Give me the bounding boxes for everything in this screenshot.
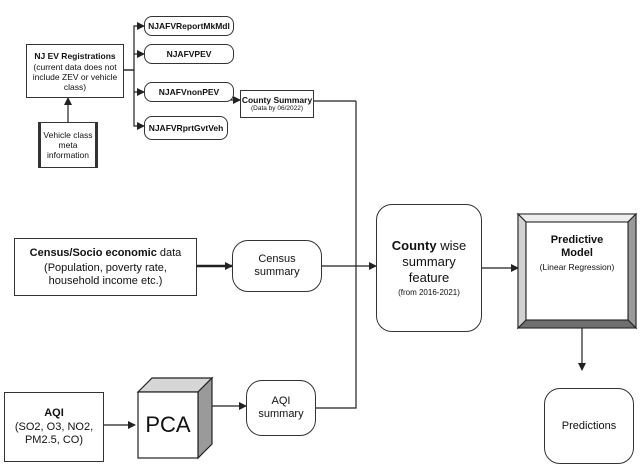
- census-title: Census/Socio economic data: [30, 247, 182, 260]
- edge-njev-govt: [133, 92, 145, 130]
- census-summary-label: Census summary: [254, 253, 300, 278]
- predictive-note: (Linear Regression): [539, 262, 615, 272]
- nj-ev-registrations-node: NJ EV Registrations (current data does n…: [26, 44, 124, 98]
- edge-bus: [316, 101, 357, 409]
- census-title-bold: Census/Socio economic: [29, 246, 157, 259]
- predictive-title: Predictive Model: [550, 234, 604, 259]
- vehicle-meta-label: Vehicle class meta information: [43, 130, 93, 160]
- county-feature-title-rest: wise summary feature: [402, 238, 467, 285]
- predictive-bevel: [516, 212, 638, 330]
- aqi-title: AQI: [44, 407, 64, 419]
- census-title-rest: data: [159, 246, 182, 259]
- nj-ev-note: (current data does not include ZEV or ve…: [32, 61, 118, 92]
- census-node: Census/Socio economic data (Population, …: [14, 238, 197, 296]
- govt-label: NJAFVRprtGvtVeh: [148, 123, 224, 133]
- predictive-model-node: Predictive Model (Linear Regression): [526, 222, 628, 320]
- predictions-label: Predictions: [561, 419, 617, 432]
- pca-label: PCA: [145, 412, 191, 437]
- edge-njev-nonpev: [124, 69, 145, 96]
- govt-node: NJAFVRprtGvtVeh: [144, 116, 228, 140]
- county-summary-node: County Summary (Data by 06/2022): [240, 90, 314, 118]
- county-feature-node: County wise summary feature (from 2016-2…: [376, 204, 482, 332]
- county-summary-title: County Summary: [241, 95, 313, 105]
- aqi-summary-label: AQI summary: [258, 395, 304, 420]
- census-details: (Population, poverty rate, household inc…: [44, 261, 167, 287]
- mkmdl-node: NJAFVReportMkMdl: [144, 16, 234, 36]
- census-summary-node: Census summary: [232, 240, 322, 292]
- county-feature-title: County wise summary feature: [383, 238, 475, 286]
- pev-node: NJAFVPEV: [144, 44, 234, 64]
- pca-cube: [136, 376, 214, 460]
- predictions-node: Predictions: [544, 388, 634, 464]
- county-feature-title-bold: County: [391, 238, 437, 253]
- aqi-summary-node: AQI summary: [246, 380, 316, 436]
- aqi-details: (SO2, O3, NO2, PM2.5, CO): [14, 421, 94, 446]
- mkmdl-label: NJAFVReportMkMdl: [148, 21, 230, 31]
- nj-ev-title: NJ EV Registrations: [34, 50, 116, 61]
- nonpev-label: NJAFVnonPEV: [158, 87, 220, 97]
- nonpev-node: NJAFVnonPEV: [144, 82, 234, 102]
- aqi-node: AQI (SO2, O3, NO2, PM2.5, CO): [4, 392, 104, 462]
- vehicle-meta-node: Vehicle class meta information: [38, 122, 98, 168]
- pca-node: PCA: [138, 392, 198, 458]
- edge-njev-mkmdl: [124, 22, 145, 71]
- county-feature-note: (from 2016-2021): [398, 288, 460, 297]
- county-summary-note: (Data by 06/2022): [250, 105, 304, 112]
- pev-label: NJAFVPEV: [166, 49, 212, 59]
